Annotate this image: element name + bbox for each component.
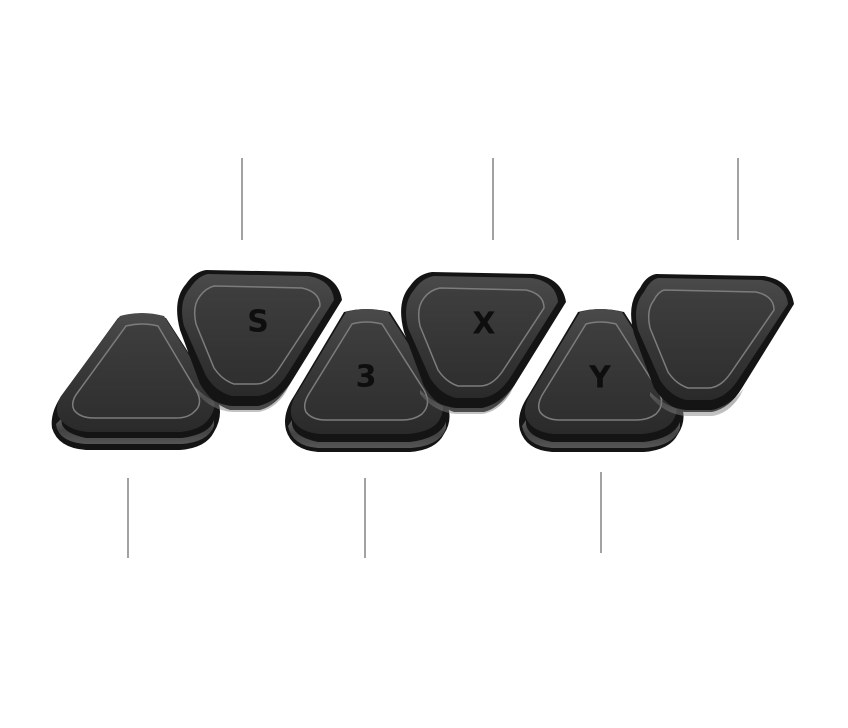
piece-left-triangle bbox=[51, 313, 220, 450]
piece-y: Y bbox=[519, 309, 684, 452]
leader-lines bbox=[127, 158, 739, 558]
piece-letter: X bbox=[472, 307, 495, 342]
piece-letter: 3 bbox=[356, 360, 377, 395]
piece-letter: Y bbox=[588, 361, 612, 396]
piece-s: S bbox=[177, 270, 342, 412]
piece-x: X bbox=[401, 272, 566, 414]
piece-letter: S bbox=[247, 305, 269, 340]
piece-three: 3 bbox=[285, 309, 450, 452]
piece-right-shield bbox=[631, 274, 794, 416]
